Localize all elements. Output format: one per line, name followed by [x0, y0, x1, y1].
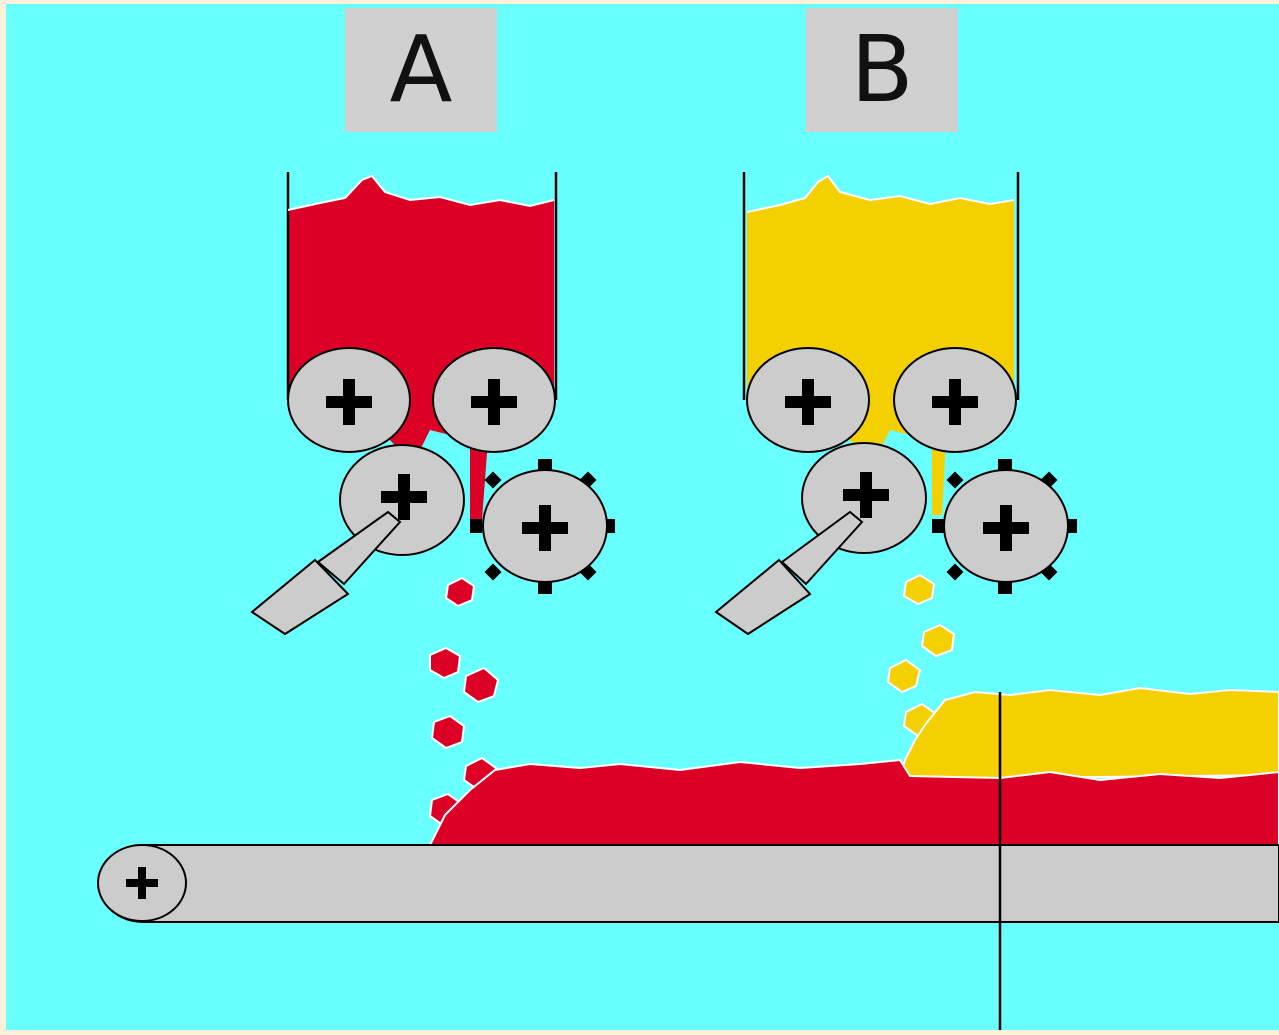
- gear-b: [932, 459, 1077, 594]
- handle-a: [250, 558, 350, 636]
- belt-material-a: [428, 758, 1279, 846]
- rollers-b: [714, 347, 1077, 636]
- label-a: A: [345, 8, 497, 132]
- metering-roller-a: [250, 444, 465, 636]
- belt-material-b: [898, 686, 1279, 779]
- metering-roller-b: [714, 442, 927, 636]
- label-b: B: [806, 8, 958, 132]
- rollers-a: [250, 347, 615, 636]
- gear-a: [470, 459, 615, 594]
- handle-b: [714, 558, 812, 636]
- conveyor-belt: [97, 844, 1279, 923]
